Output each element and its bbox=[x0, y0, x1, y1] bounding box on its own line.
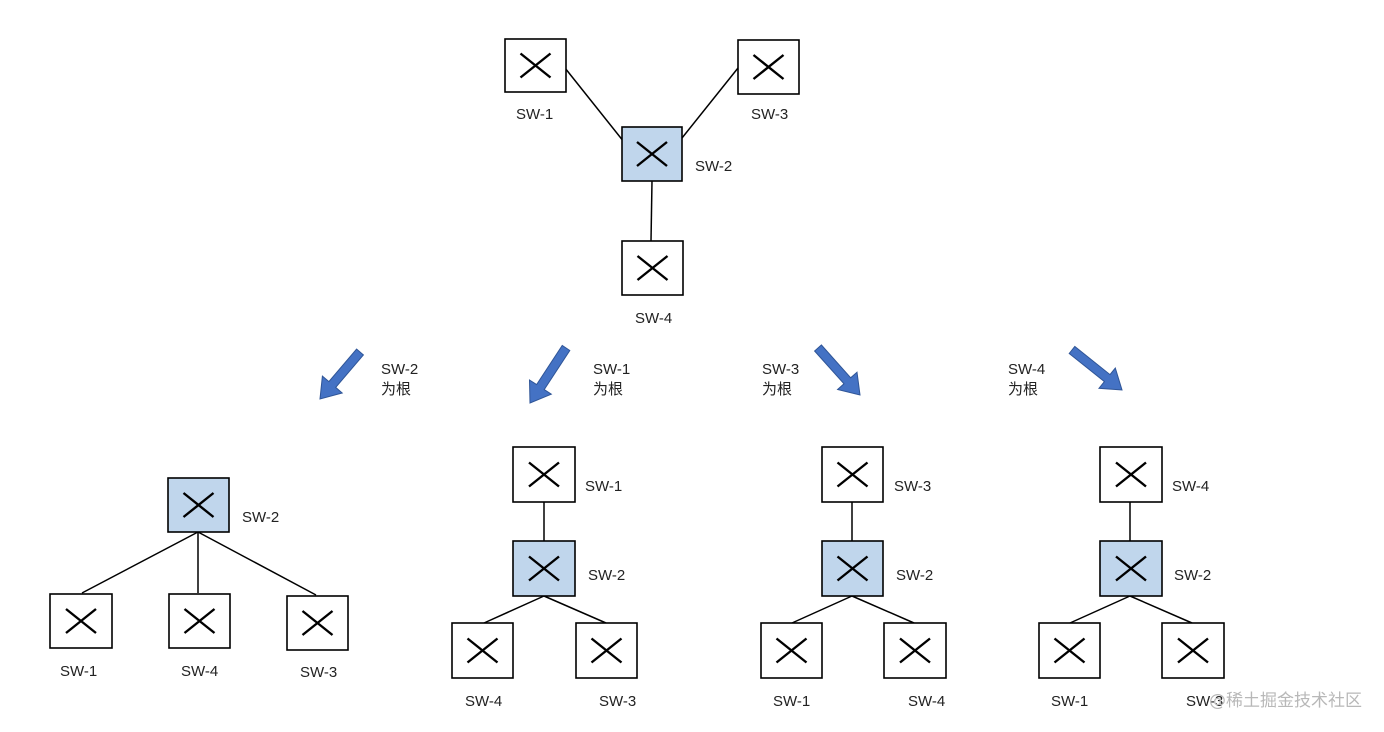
label-t1-sw1: SW-1 bbox=[60, 663, 97, 680]
switch-t1-sw1 bbox=[49, 593, 113, 649]
cross-switch-icon bbox=[528, 461, 560, 488]
switch-t2-sw3 bbox=[575, 622, 638, 679]
cross-switch-icon bbox=[301, 610, 334, 636]
cross-switch-icon bbox=[519, 52, 552, 79]
cross-switch-icon bbox=[1115, 461, 1147, 488]
switch-t4-sw4 bbox=[1099, 446, 1163, 503]
cross-switch-icon bbox=[590, 637, 623, 664]
label-sw2-top: SW-2 bbox=[695, 158, 732, 175]
label-t2-right: SW-3 bbox=[599, 693, 636, 710]
cross-switch-icon bbox=[636, 141, 668, 167]
cross-switch-icon bbox=[183, 608, 216, 634]
switch-sw2-top-root bbox=[621, 126, 683, 182]
link-sw1-sw2 bbox=[564, 67, 625, 143]
tree-sw4-root: SW-4 SW-2 SW-1 SW-3 bbox=[1038, 446, 1225, 710]
switch-t4-sw2 bbox=[1099, 540, 1163, 597]
switch-t3-sw4 bbox=[883, 622, 947, 679]
label-t4-top: SW-4 bbox=[1172, 478, 1209, 495]
tree-sw2-root: SW-2 SW-1 SW-4 SW-3 bbox=[49, 477, 349, 681]
cross-switch-icon bbox=[1115, 555, 1147, 582]
label-t4-left: SW-1 bbox=[1051, 693, 1088, 710]
arrow-sw4-root-icon bbox=[1068, 345, 1123, 391]
switch-sw4-top bbox=[621, 240, 684, 296]
switch-box bbox=[49, 593, 113, 649]
switch-t3-sw2 bbox=[821, 540, 884, 597]
arrow-caption-2-line2: 为根 bbox=[593, 381, 623, 398]
switch-t2-sw4 bbox=[451, 622, 514, 679]
tree-sw1-root: SW-1 SW-2 SW-4 SW-3 bbox=[451, 446, 638, 710]
label-t2-left: SW-4 bbox=[465, 693, 502, 710]
arrow-caption-3-line2: 为根 bbox=[762, 381, 792, 398]
arrow-sw1-root-icon bbox=[528, 344, 571, 404]
cross-switch-icon bbox=[752, 54, 785, 80]
arrow-caption-4-line2: 为根 bbox=[1008, 381, 1038, 398]
label-t4-middle: SW-2 bbox=[1174, 567, 1211, 584]
label-sw1-top: SW-1 bbox=[516, 106, 553, 123]
cross-switch-icon bbox=[1177, 637, 1209, 664]
link-sw2-sw4 bbox=[650, 180, 653, 242]
cross-switch-icon bbox=[466, 637, 499, 664]
switch-t1-sw2-root bbox=[167, 477, 230, 533]
switch-t1-sw3 bbox=[286, 595, 349, 651]
switch-box bbox=[621, 126, 683, 182]
block-arrow-shape bbox=[528, 344, 571, 404]
switch-sw3-top bbox=[737, 39, 800, 95]
label-sw3-top: SW-3 bbox=[751, 106, 788, 123]
link-t1-root-sw3 bbox=[197, 531, 317, 596]
block-arrow-shape bbox=[813, 344, 861, 396]
label-t1-sw3: SW-3 bbox=[300, 664, 337, 681]
label-sw4-top: SW-4 bbox=[635, 310, 672, 327]
link-sw3-sw2 bbox=[681, 67, 739, 139]
cross-switch-icon bbox=[775, 637, 808, 664]
link-t1-root-sw1 bbox=[81, 531, 199, 594]
switch-t4-sw1 bbox=[1038, 622, 1101, 679]
label-t3-top: SW-3 bbox=[894, 478, 931, 495]
switch-t3-sw1 bbox=[760, 622, 823, 679]
cross-switch-icon bbox=[636, 255, 669, 281]
cross-switch-icon bbox=[528, 555, 560, 582]
switch-t4-sw3 bbox=[1161, 622, 1225, 679]
arrow-sw2-root-icon bbox=[319, 348, 365, 400]
cross-switch-icon bbox=[1053, 637, 1086, 664]
switch-t1-sw4 bbox=[168, 593, 231, 649]
label-t1-sw4: SW-4 bbox=[181, 663, 218, 680]
link-t3-sw2-left bbox=[791, 595, 853, 624]
label-t3-middle: SW-2 bbox=[896, 567, 933, 584]
cross-switch-icon bbox=[836, 555, 869, 582]
cross-switch-icon bbox=[836, 461, 869, 488]
tree-sw3-root: SW-3 SW-2 SW-1 SW-4 bbox=[760, 446, 947, 710]
link-t3-sw2-right bbox=[851, 595, 915, 624]
label-t1-sw2: SW-2 bbox=[242, 509, 279, 526]
arrow-caption-3-line1: SW-3 bbox=[762, 361, 799, 378]
watermark: @稀土掘金技术社区 bbox=[1209, 691, 1362, 711]
label-t3-right: SW-4 bbox=[908, 693, 945, 710]
arrows: SW-2 为根 SW-1 为根 SW-3 为根 SW-4 为根 bbox=[319, 344, 1123, 404]
switch-box bbox=[167, 477, 230, 533]
label-t2-middle: SW-2 bbox=[588, 567, 625, 584]
arrow-sw3-root-icon bbox=[813, 344, 861, 396]
link-t4-sw2-right bbox=[1129, 595, 1193, 624]
link-t2-sw2-left bbox=[483, 595, 545, 624]
arrow-caption-1-line2: 为根 bbox=[381, 381, 411, 398]
arrow-caption-4-line1: SW-4 bbox=[1008, 361, 1045, 378]
switch-sw1-top bbox=[504, 38, 567, 93]
top-topology: SW-1 SW-3 SW-2 SW-4 bbox=[504, 38, 800, 327]
label-t2-top: SW-1 bbox=[585, 478, 622, 495]
cross-switch-icon bbox=[182, 492, 215, 518]
block-arrow-shape bbox=[1068, 345, 1123, 391]
arrow-caption-2-line1: SW-1 bbox=[593, 361, 630, 378]
switch-t2-sw2 bbox=[512, 540, 576, 597]
label-t4-right: SW-3 bbox=[1186, 693, 1223, 710]
link-t4-sw2-left bbox=[1069, 595, 1131, 624]
cross-switch-icon bbox=[899, 637, 931, 664]
label-t3-left: SW-1 bbox=[773, 693, 810, 710]
block-arrow-shape bbox=[319, 348, 365, 400]
switch-t3-sw3 bbox=[821, 446, 884, 503]
switch-t2-sw1 bbox=[512, 446, 576, 503]
arrow-caption-1-line1: SW-2 bbox=[381, 361, 418, 378]
link-t2-sw2-right bbox=[543, 595, 607, 624]
cross-switch-icon bbox=[65, 608, 97, 634]
